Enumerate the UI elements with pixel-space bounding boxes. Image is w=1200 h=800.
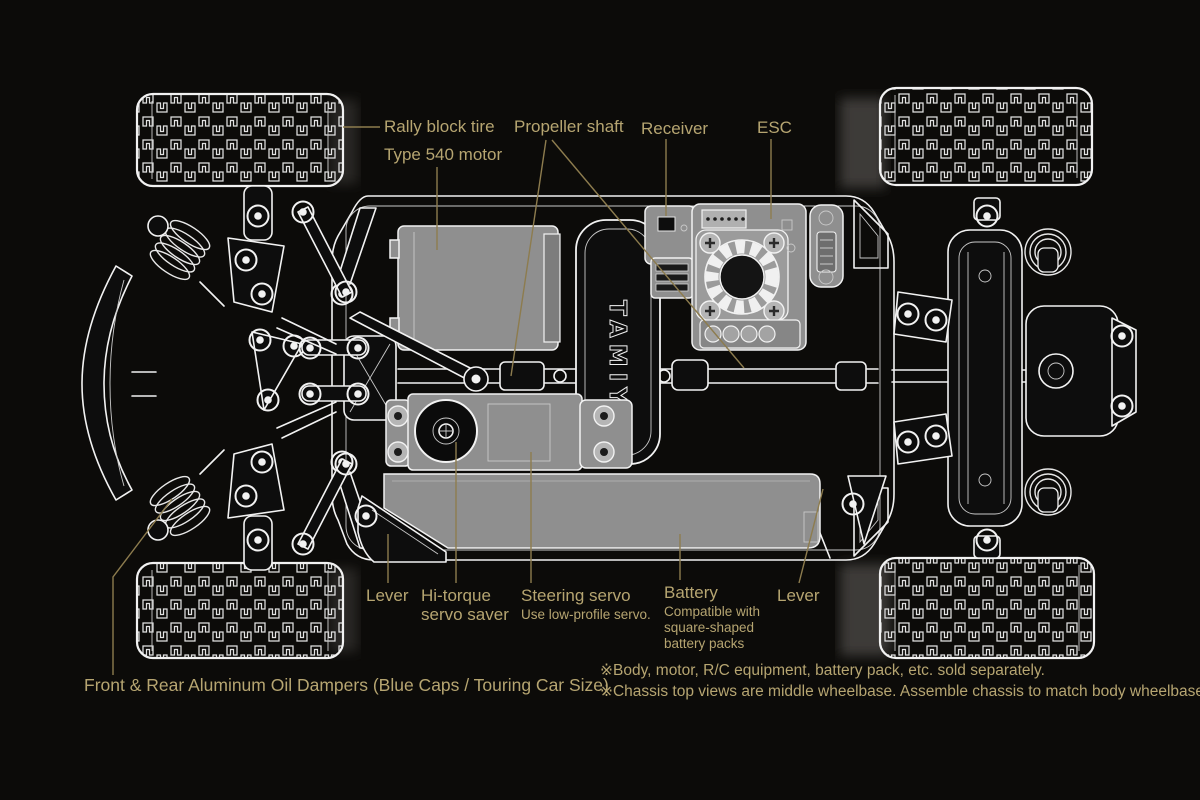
servo-saver-disc <box>414 399 478 463</box>
label-lever-rear: Lever <box>777 586 820 605</box>
receiver-unit <box>644 205 696 299</box>
label-hi-torque-servo-saver: Hi-torque servo saver <box>421 586 509 624</box>
cooling-fan <box>704 239 780 315</box>
footnote-wheelbase: ※Chassis top views are middle wheelbase.… <box>600 683 1200 700</box>
steering-servo-unit <box>385 393 633 471</box>
label-steering-servo: Steering servo Use low-profile servo. <box>521 586 651 623</box>
label-battery-note: Compatible with square-shaped battery pa… <box>664 604 761 651</box>
power-switch <box>809 204 844 288</box>
servo-mount-screws <box>387 405 615 463</box>
battery-pack <box>383 473 821 549</box>
oil-damper-rear-top <box>1024 228 1072 276</box>
label-steering-servo-note: Use low-profile servo. <box>521 607 651 622</box>
propeller-shaft-drawing <box>397 359 1031 391</box>
tire-rear-bottom <box>878 556 1096 660</box>
label-propeller-shaft: Propeller shaft <box>514 117 624 136</box>
suspension-rear-top <box>893 228 1072 343</box>
footnote-sold-separately: ※Body, motor, R/C equipment, battery pac… <box>600 662 1045 679</box>
label-battery: Battery Compatible with square-shaped ba… <box>664 583 794 652</box>
battery-lever-rear <box>841 475 887 545</box>
tire-front-bottom <box>135 561 345 660</box>
label-rally-block-tire: Rally block tire <box>384 117 495 136</box>
label-steering-servo-title: Steering servo <box>521 586 631 605</box>
esc-unit <box>691 203 807 351</box>
suspension-rear-bottom <box>893 413 1072 516</box>
label-receiver: Receiver <box>641 119 709 138</box>
label-battery-title: Battery <box>664 583 718 602</box>
label-type-540-motor: Type 540 motor <box>384 145 503 164</box>
bullet-connectors <box>704 325 776 343</box>
rear-gearbox <box>1025 305 1137 437</box>
tire-front-top <box>135 92 345 188</box>
front-bumper <box>81 265 157 501</box>
suspension-front-bottom <box>145 401 358 571</box>
label-lever-front: Lever <box>366 586 409 605</box>
rear-damper-stay <box>947 197 1023 559</box>
suspension-front-top <box>145 185 358 355</box>
leader-lines <box>112 126 824 675</box>
oil-damper-front-top <box>145 214 225 307</box>
steering-linkage <box>248 311 489 412</box>
motor <box>389 225 561 351</box>
battery-lever-front <box>354 495 447 563</box>
label-esc: ESC <box>757 118 792 137</box>
label-oil-dampers: Front & Rear Aluminum Oil Dampers (Blue … <box>84 675 609 695</box>
oil-damper-front-bottom <box>145 449 225 542</box>
oil-damper-rear-bottom <box>1024 468 1072 516</box>
tire-rear-top <box>878 86 1094 187</box>
